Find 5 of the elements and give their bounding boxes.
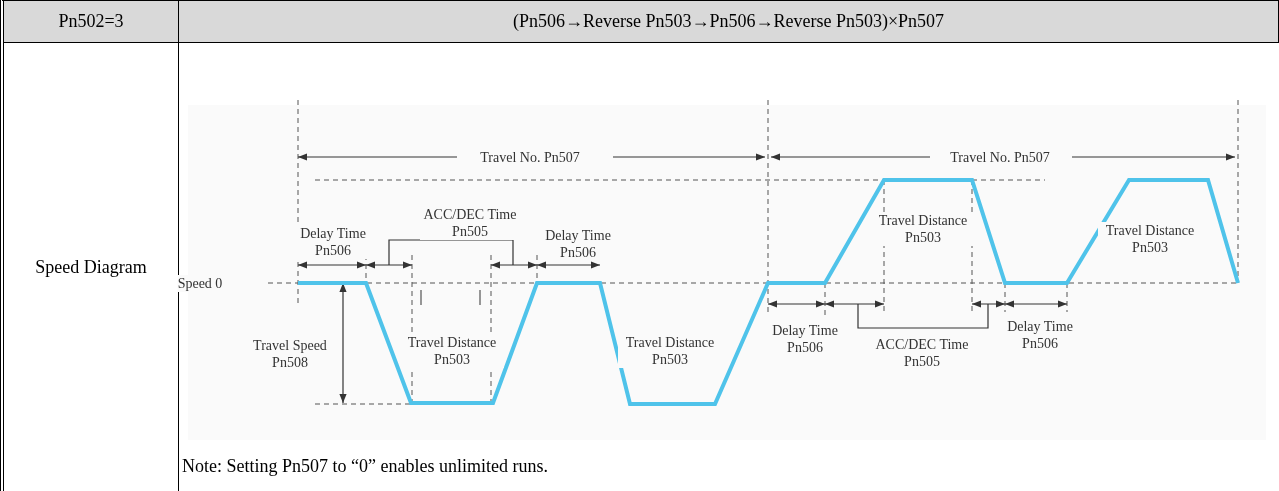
header-cell: Pn502=3 [4, 1, 179, 43]
axis-label: Speed 0 [177, 275, 223, 292]
header-cell: (Pn506→Reverse Pn503→Pn506→Reverse Pn503)×Pn507 [179, 1, 1279, 43]
row-label: Speed Diagram [4, 43, 179, 491]
note-text: Note: Setting Pn507 to “0” enables unlimited runs. [182, 456, 548, 477]
